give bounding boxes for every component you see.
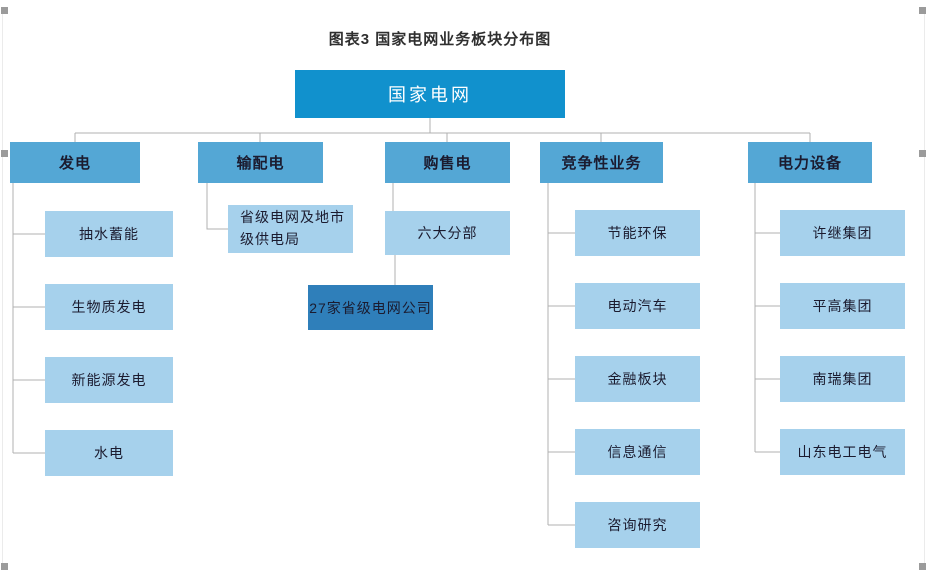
chart-title: 图表3 国家电网业务板块分布图 (328, 31, 552, 48)
selection-handle (1, 563, 8, 570)
node-root: 国家电网 (295, 70, 565, 118)
node-biomass-power: 生物质发电 (45, 284, 173, 330)
node-info-communication: 信息通信 (575, 429, 700, 475)
node-xj-group: 许继集团 (780, 210, 905, 256)
selection-handle (919, 7, 926, 14)
node-finance: 金融板块 (575, 356, 700, 402)
branch-equipment: 电力设备 (748, 142, 872, 183)
node-new-energy-power: 新能源发电 (45, 357, 173, 403)
branch-competitive: 竞争性业务 (540, 142, 663, 183)
node-six-divisions: 六大分部 (385, 211, 510, 255)
selection-handle (1, 150, 8, 157)
node-pumped-storage: 抽水蓄能 (45, 211, 173, 257)
node-provincial-grid-bureaus: 省级电网及地市级供电局 (228, 205, 353, 253)
node-pinggao-group: 平高集团 (780, 283, 905, 329)
node-nari-group: 南瑞集团 (780, 356, 905, 402)
node-hydropower: 水电 (45, 430, 173, 476)
selection-handle (919, 150, 926, 157)
node-electric-vehicles: 电动汽车 (575, 283, 700, 329)
node-energy-saving: 节能环保 (575, 210, 700, 256)
selection-handle (1, 7, 8, 14)
branch-transmission: 输配电 (198, 142, 323, 183)
right-edge-line (924, 8, 925, 570)
node-shandong-electrical: 山东电工电气 (780, 429, 905, 475)
node-27-provincial-grid-companies: 27家省级电网公司 (308, 285, 433, 330)
branch-generation: 发电 (10, 142, 140, 183)
selection-handle (919, 563, 926, 570)
left-edge-line (2, 8, 3, 570)
node-consulting-research: 咨询研究 (575, 502, 700, 548)
branch-trading: 购售电 (385, 142, 510, 183)
